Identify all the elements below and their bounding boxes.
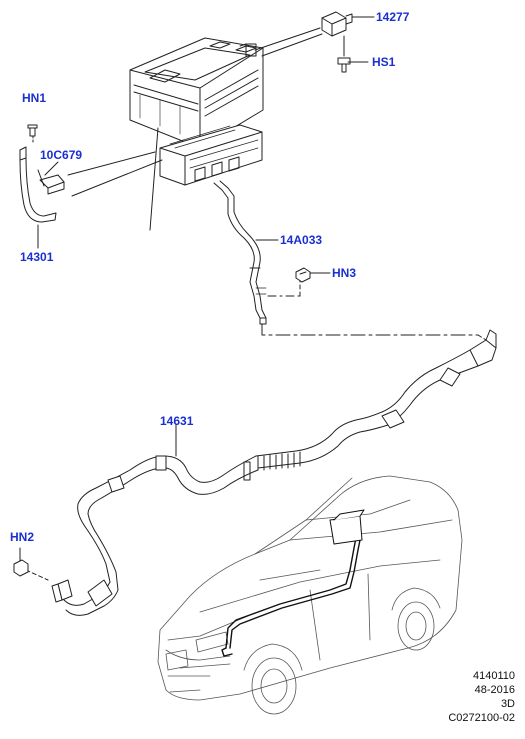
footer-ref-3: 3D [500,698,515,710]
earth-cable-14301 [19,124,65,223]
label-14a033[interactable]: 14A033 [280,233,323,247]
battery [129,37,264,149]
label-10c679[interactable]: 10C679 [40,148,83,162]
footer-ref-1: 4140110 [472,670,515,682]
cable-14a033 [213,180,267,325]
footer-ref-2: 48-2016 [474,684,515,696]
label-hn1[interactable]: HN1 [22,91,47,105]
label-hs1[interactable]: HS1 [372,55,396,69]
battery-terminal [321,11,353,73]
nut-hn3 [295,267,311,283]
footer-ref-4: C0272100-02 [448,712,515,724]
label-14631[interactable]: 14631 [160,414,194,428]
nut-hn2 [13,559,29,577]
label-hn3[interactable]: HN3 [332,266,357,280]
vehicle-cable-route [221,509,365,657]
label-14301[interactable]: 14301 [20,250,54,264]
fuse-box [159,124,263,186]
label-hn2[interactable]: HN2 [10,530,35,544]
label-14277[interactable]: 14277 [376,10,410,24]
vehicle [157,475,463,715]
cable-14631 [51,329,497,616]
